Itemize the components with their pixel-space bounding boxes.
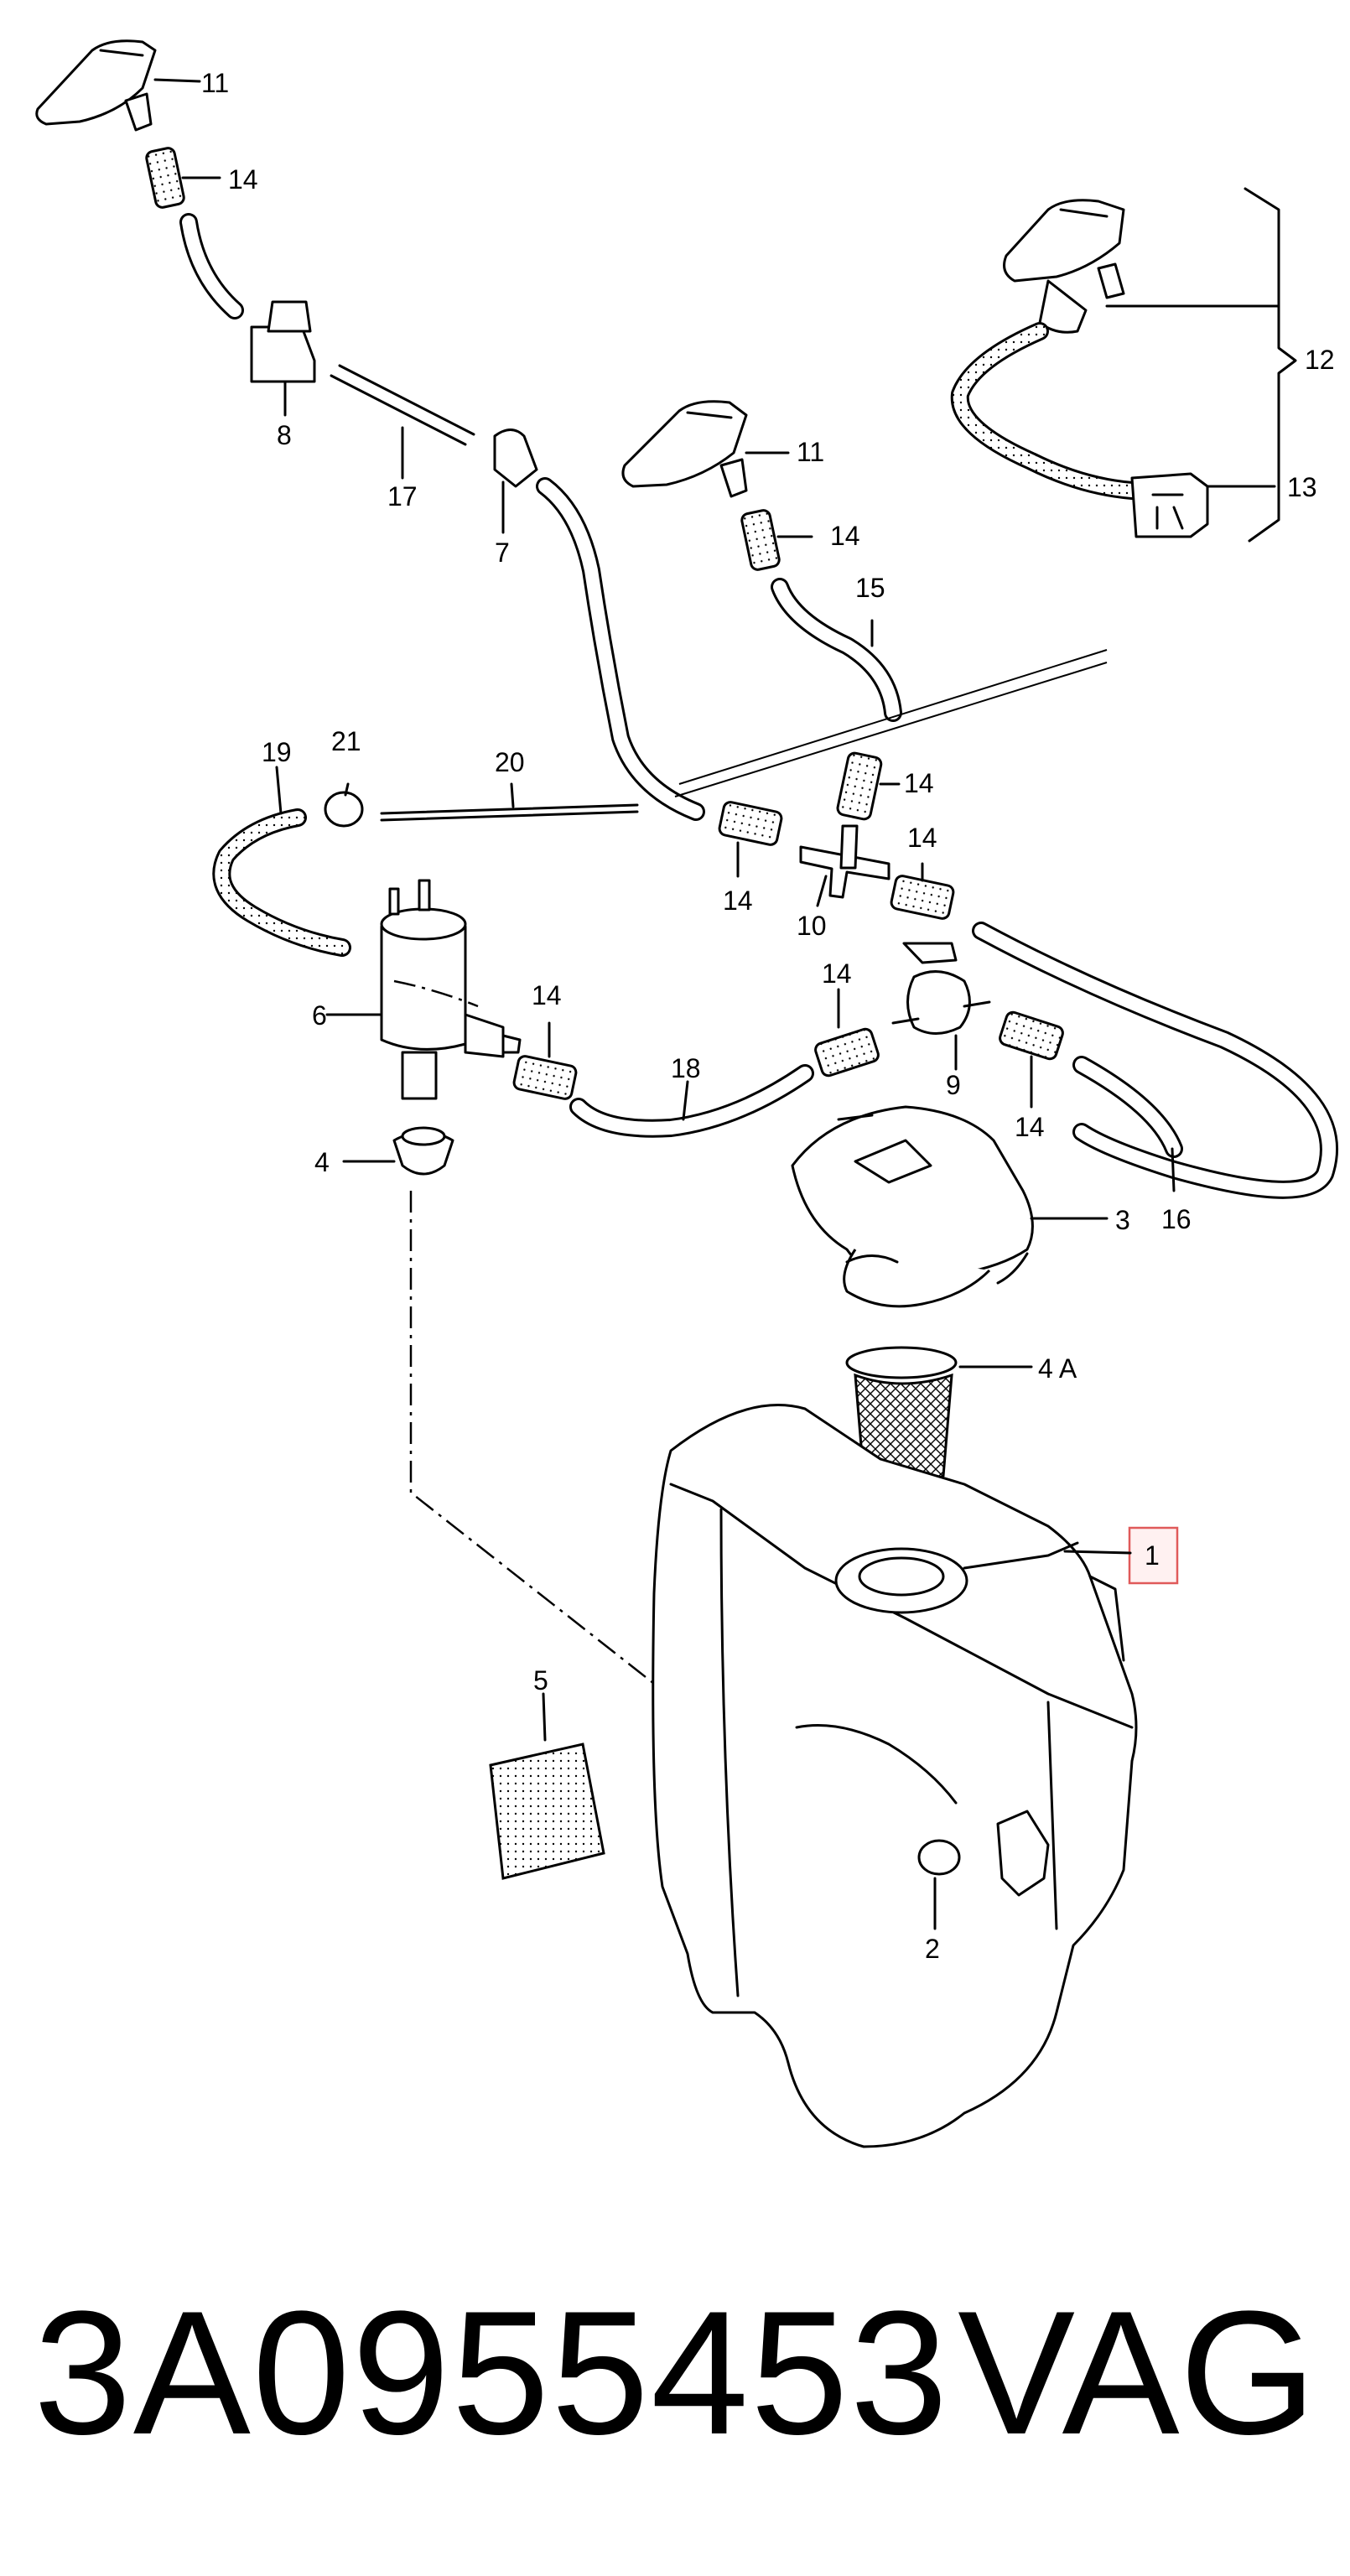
footer: 3A0955453 VAG	[0, 2264, 1350, 2482]
callout-4: 4	[314, 1147, 330, 1177]
callout-8: 8	[277, 420, 292, 450]
washer-reservoir	[652, 1404, 1138, 2148]
hose-clip-small	[493, 428, 538, 534]
part-number: 3A0955453	[34, 2274, 950, 2471]
hose-sleeve	[836, 751, 883, 821]
check-valve	[891, 942, 991, 1071]
callout-21: 21	[331, 726, 361, 756]
callout-14-c: 14	[904, 768, 934, 798]
brand-name: VAG	[958, 2274, 1316, 2471]
callout-highlight-box	[1128, 1526, 1179, 1585]
hose-clip	[250, 300, 316, 417]
washer-nozzle-left	[35, 39, 201, 132]
callout-17: 17	[387, 481, 418, 512]
callout-14-g: 14	[822, 958, 852, 989]
parts-diagram: 11 14 8 17 7 11 14 15 14 12 13 19 21 20 …	[35, 39, 1338, 2148]
callout-14-d: 14	[723, 886, 753, 916]
heated-nozzle-assembly	[950, 199, 1280, 538]
callout-10: 10	[797, 911, 827, 941]
washer-nozzle-middle	[621, 400, 790, 498]
callout-14-b: 14	[830, 521, 860, 551]
hose-sleeve	[512, 1055, 578, 1100]
callout-14-a: 14	[228, 164, 258, 195]
callout-19: 19	[262, 737, 292, 767]
callout-16: 16	[1161, 1204, 1192, 1234]
pump-grommet	[342, 1126, 454, 1176]
hose-sleeve	[890, 875, 955, 920]
callout-7: 7	[495, 538, 510, 568]
callout-14-f: 14	[532, 980, 562, 1010]
hose-sleeve	[999, 1010, 1064, 1061]
callout-11-top: 11	[201, 68, 229, 98]
callout-18: 18	[671, 1053, 701, 1083]
callout-6: 6	[312, 1000, 327, 1031]
callout-20: 20	[495, 747, 525, 777]
callout-15: 15	[855, 573, 885, 603]
callout-2: 2	[925, 1934, 940, 1964]
hose-sleeve	[718, 801, 783, 846]
hose-clamp	[324, 782, 364, 828]
hose-sleeve	[814, 1027, 880, 1078]
hose-sleeve	[145, 147, 185, 209]
callout-1: 1	[1145, 1540, 1160, 1571]
callout-12: 12	[1305, 345, 1335, 375]
callout-4a: 4 A	[1038, 1353, 1077, 1384]
washer-pump	[325, 879, 522, 1100]
callout-9: 9	[946, 1070, 961, 1100]
callout-14-e: 14	[907, 823, 937, 853]
callout-14-h: 14	[1015, 1112, 1045, 1142]
filler-cover	[791, 1105, 1109, 1308]
callout-3: 3	[1115, 1205, 1130, 1235]
hose-sleeve	[740, 509, 781, 571]
t-connector	[799, 824, 890, 907]
insulating-pad	[489, 1692, 605, 1880]
callout-5: 5	[533, 1665, 548, 1696]
callout-13: 13	[1287, 472, 1317, 502]
callout-11-mid: 11	[797, 437, 824, 467]
